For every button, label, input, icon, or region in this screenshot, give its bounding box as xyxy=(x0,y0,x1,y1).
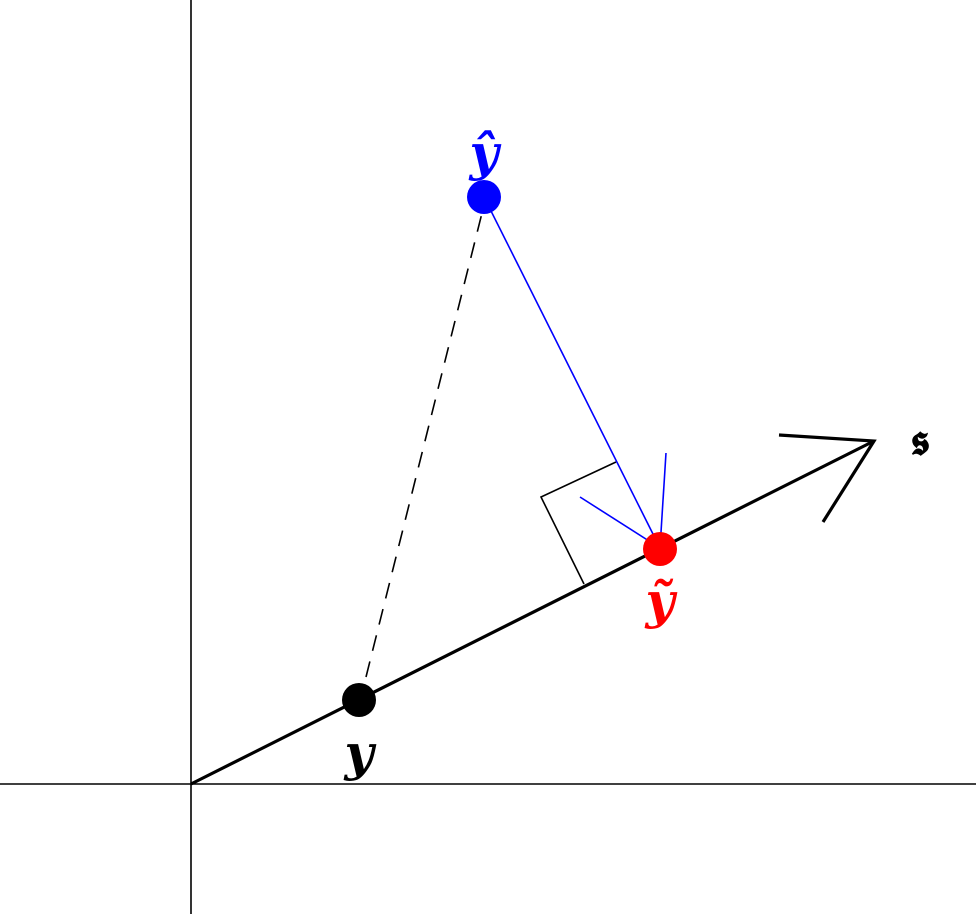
point-y-hat xyxy=(467,180,501,214)
label-y-hat: ŷ xyxy=(468,123,501,182)
projection-arrow-shaft xyxy=(483,196,661,549)
right-angle-marker xyxy=(539,461,617,585)
label-y-tilde: ỹ xyxy=(644,571,677,630)
residual-dashed-line xyxy=(365,196,487,678)
point-y-tilde xyxy=(643,532,677,566)
projection-arrow xyxy=(483,196,667,549)
subspace-line xyxy=(190,439,875,786)
subspace-arrowhead xyxy=(778,433,877,523)
label-s: 𝖘 xyxy=(910,415,930,466)
subspace-s xyxy=(190,433,877,786)
point-y xyxy=(342,683,376,717)
label-y: y xyxy=(343,723,376,782)
